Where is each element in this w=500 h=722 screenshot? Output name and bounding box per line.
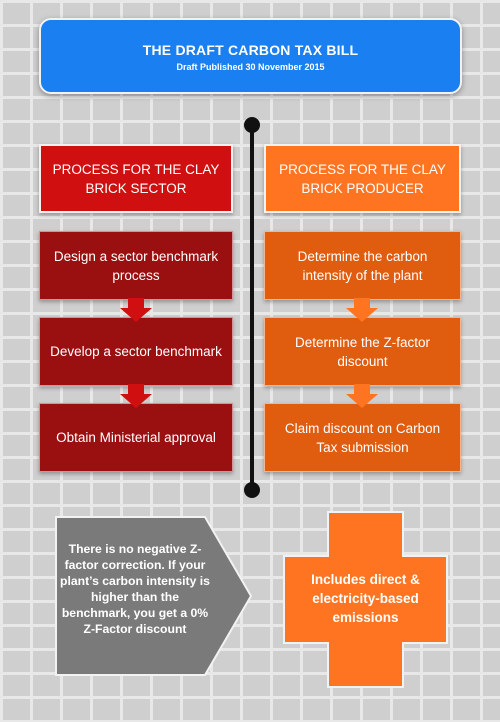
note-pentagon-shape xyxy=(55,516,253,676)
sector-arrow-2 xyxy=(120,384,152,408)
sector-process-heading: PROCESS FOR THE CLAY BRICK SECTOR xyxy=(39,144,233,213)
timeline-end-dot xyxy=(244,482,260,498)
producer-arrow-2 xyxy=(346,384,378,408)
emissions-cross-shape xyxy=(283,511,448,688)
page-subtitle: Draft Published 30 November 2015 xyxy=(176,62,325,72)
title-banner: THE DRAFT CARBON TAX BILL Draft Publishe… xyxy=(39,18,462,94)
timeline-start-dot xyxy=(244,117,260,133)
producer-step-2: Determine the Z-factor discount xyxy=(264,317,461,386)
sector-step-2: Develop a sector benchmark xyxy=(39,317,233,386)
sector-step-1: Design a sector benchmark process xyxy=(39,231,233,300)
emissions-note: Includes direct & electricity-based emis… xyxy=(311,572,420,625)
producer-step-3: Claim discount on Carbon Tax submission xyxy=(264,403,461,472)
sector-arrow-1 xyxy=(120,298,152,322)
z-factor-note: There is no negative Z-factor correction… xyxy=(60,542,210,636)
timeline-line xyxy=(250,125,254,490)
producer-process-heading: PROCESS FOR THE CLAY BRICK PRODUCER xyxy=(264,144,461,213)
producer-step-1: Determine the carbon intensity of the pl… xyxy=(264,231,461,300)
page-title: THE DRAFT CARBON TAX BILL xyxy=(142,42,359,58)
sector-step-3: Obtain Ministerial approval xyxy=(39,403,233,472)
producer-arrow-1 xyxy=(346,298,378,322)
